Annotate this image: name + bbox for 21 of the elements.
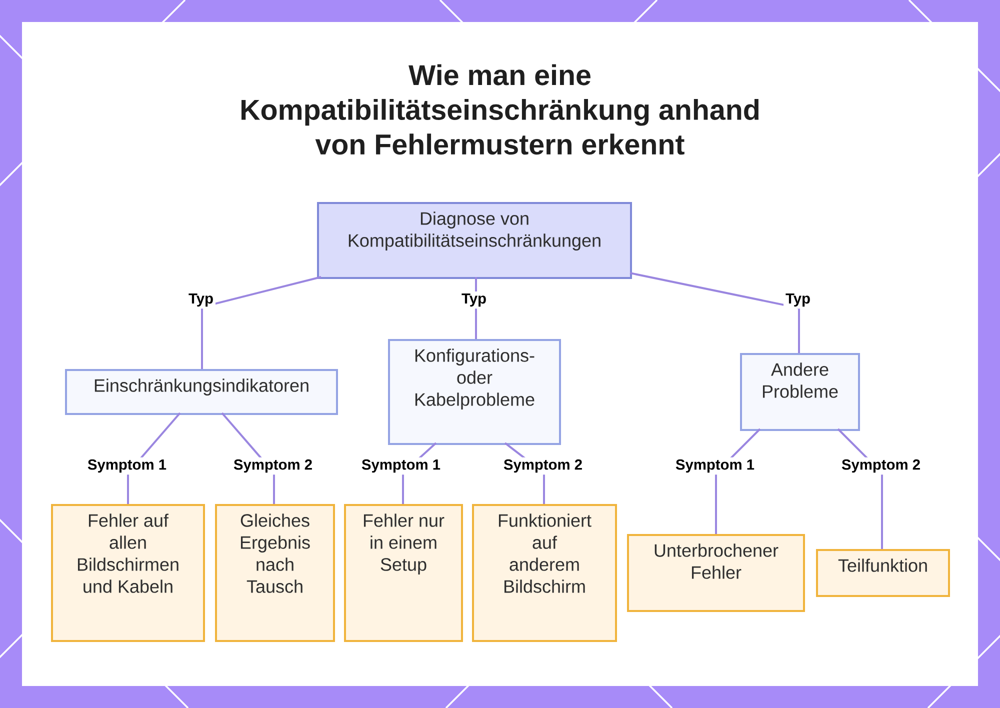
symptom-box: Fehler auf allen Bildschirmen und Kabeln: [51, 504, 205, 642]
edge-label: Symptom 1: [85, 457, 169, 475]
symptom-box: Unterbrochener Fehler: [627, 534, 805, 612]
category-box: Andere Probleme: [740, 353, 860, 431]
symptom-box: Gleiches Ergebnis nach Tausch: [215, 504, 335, 642]
edge-label: Symptom 2: [839, 457, 923, 475]
connector-line: [630, 272, 800, 353]
edge-label: Symptom 2: [231, 457, 315, 475]
symptom-box: Funktioniert auf anderem Bildschirm: [472, 504, 617, 642]
edge-label: Symptom 1: [673, 457, 757, 475]
edge-label: Symptom 1: [359, 457, 443, 475]
symptom-box: Fehler nur in einem Setup: [344, 504, 463, 642]
category-box: Konfigurations- oder Kabelprobleme: [388, 339, 561, 445]
edge-label: Typ: [186, 291, 216, 309]
root-box: Diagnose von Kompatibilitätseinschränkungen: [317, 202, 632, 279]
symptom-box: Teilfunktion: [816, 549, 950, 597]
connector-line: [201, 276, 322, 369]
edge-label: Typ: [784, 291, 812, 309]
category-box: Einschränkungsindikatoren: [65, 369, 338, 415]
title: Wie man eine Kompatibilitätseinschränkung anhand von Fehlermustern erkennt: [242, 64, 759, 155]
edge-label: Symptom 2: [501, 457, 585, 475]
